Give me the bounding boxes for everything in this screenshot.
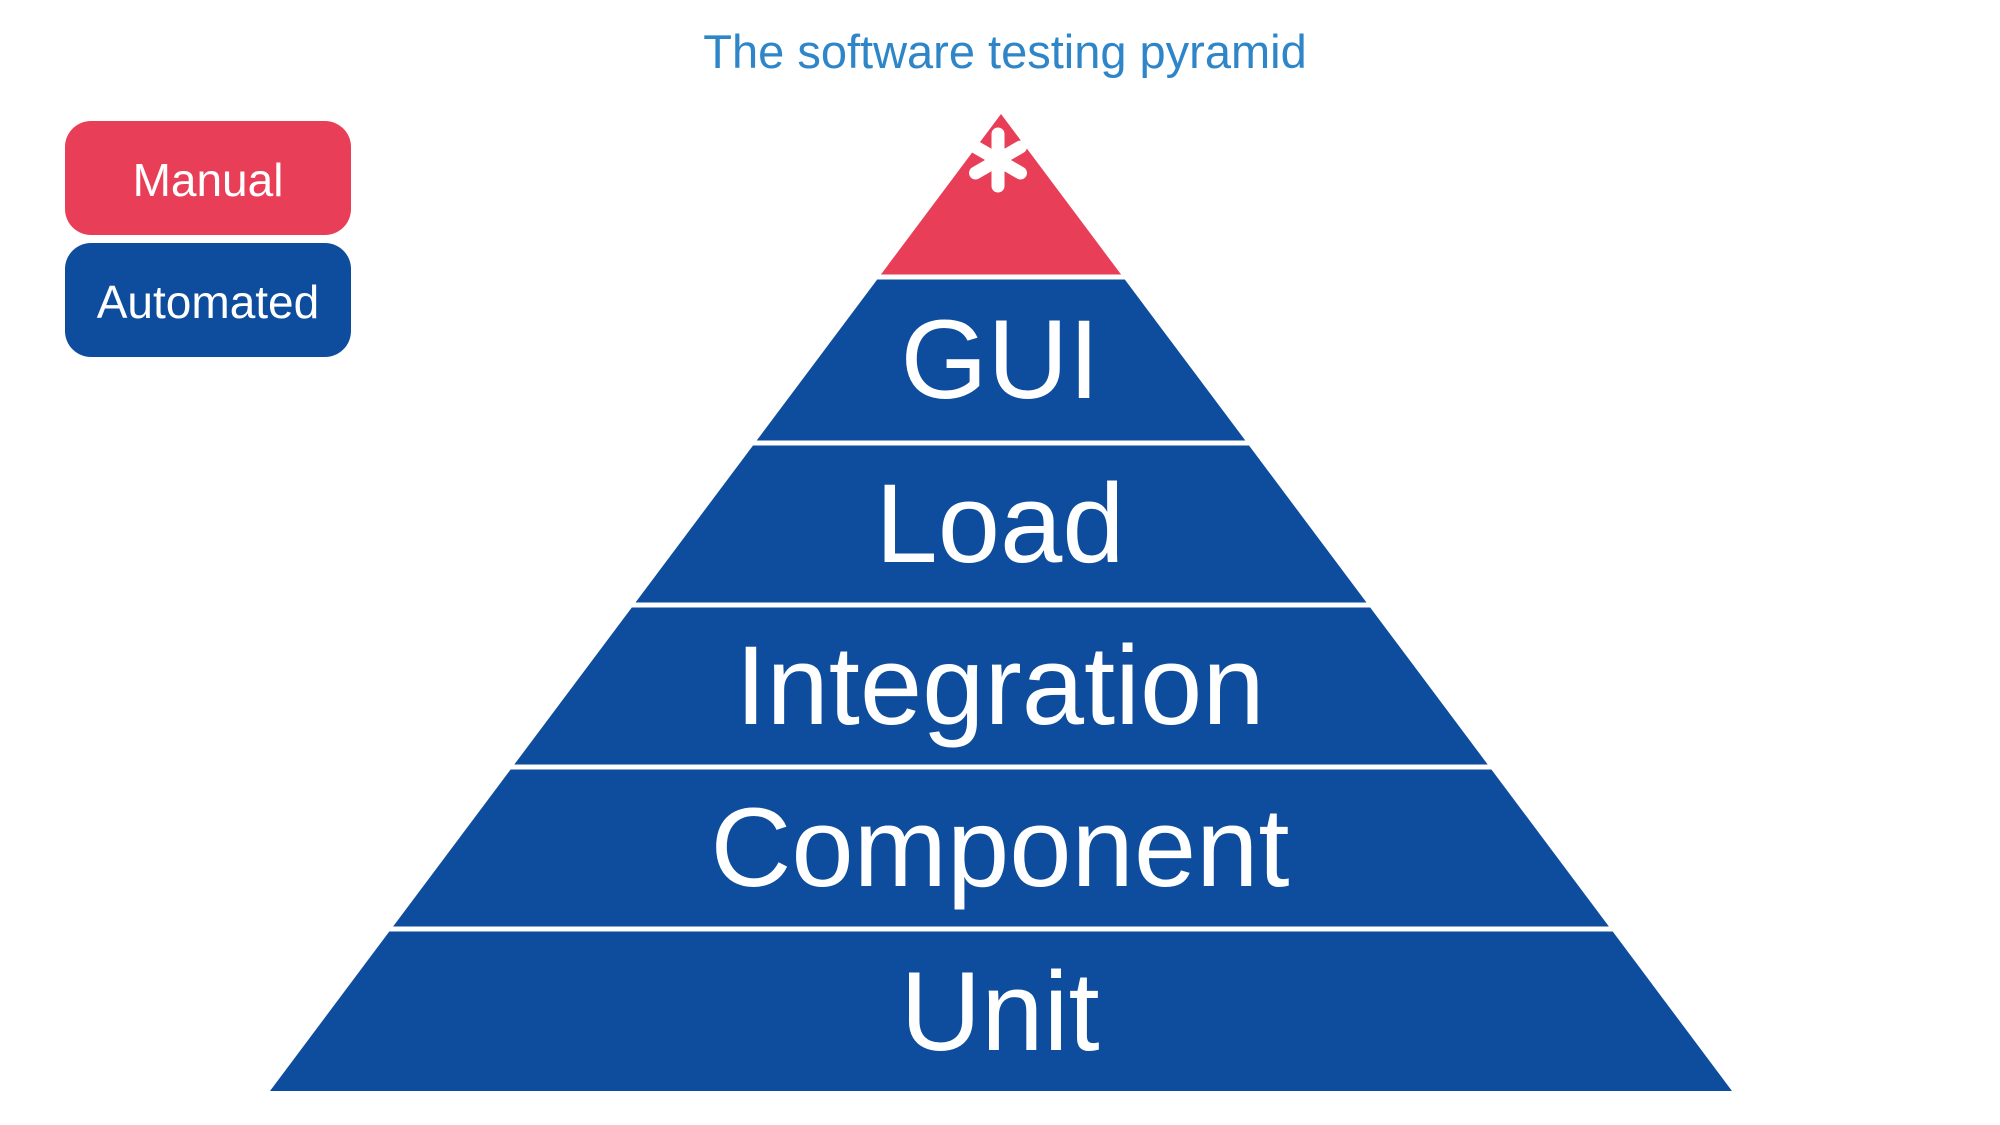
asterisk-icon: [969, 127, 1027, 193]
pyramid-level-unit-label: Unit: [900, 949, 1099, 1074]
legend: Manual Automated: [65, 121, 351, 357]
pyramid-level-gui-label: GUI: [900, 297, 1099, 422]
pyramid-level-integration-label: Integration: [735, 623, 1264, 748]
legend-automated-label: Automated: [97, 276, 319, 328]
legend-manual-swatch: [65, 121, 351, 235]
diagram-title: The software testing pyramid: [703, 25, 1306, 78]
pyramid-level-unit: [270, 931, 1732, 1091]
pyramid-level-component: [393, 769, 1609, 927]
legend-automated-swatch: [65, 243, 351, 357]
pyramid-level-integration: [514, 607, 1488, 765]
pyramid-level-load-label: Load: [875, 461, 1124, 586]
pyramid-apex-manual: [880, 114, 1122, 275]
pyramid-level-gui: [756, 279, 1246, 441]
pyramid-level-load: [635, 445, 1367, 603]
legend-manual-label: Manual: [133, 154, 284, 206]
pyramid-level-component-label: Component: [710, 785, 1289, 910]
